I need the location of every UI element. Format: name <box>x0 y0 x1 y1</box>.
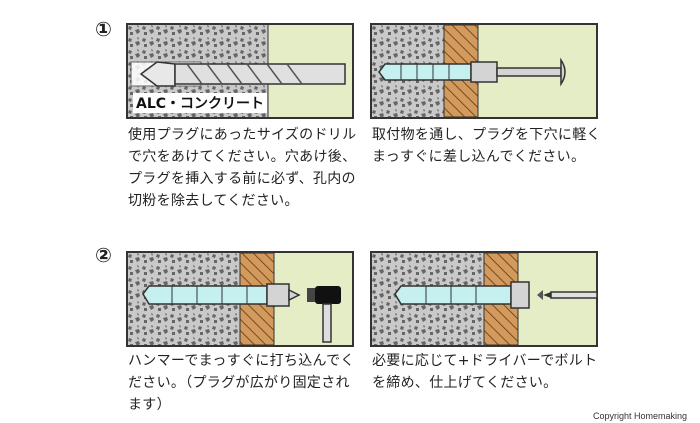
step-number: ② <box>95 243 112 267</box>
hammer-icon <box>307 286 341 343</box>
screwdriver-panel <box>370 251 598 347</box>
step2-caption-left: ハンマーでまっすぐに打ち込んでください。（プラグが広がり固定されます） <box>128 353 355 413</box>
plug <box>142 283 301 307</box>
step1-caption-right: 取付物を通し、プラグを下穴に軽くまっすぐに差し込んでください。 <box>372 127 601 165</box>
insert-plug-panel <box>370 23 598 119</box>
drill-bit <box>139 61 346 87</box>
screwdriver-icon <box>537 290 598 300</box>
material-label: ALC・コンクリート <box>133 93 268 113</box>
step2-caption-right: 必要に応じて+ドライバーでボルトを締め、仕上げてください。 <box>372 353 598 391</box>
plug <box>394 281 530 309</box>
step1-caption-left: 使用プラグにあったサイズのドリルで穴をあけてください。穴あけ後、プラグを挿入する… <box>128 127 357 209</box>
hammer-panel <box>126 251 354 347</box>
step-number: ① <box>95 17 112 41</box>
plug <box>378 57 566 87</box>
copyright: Copyright Homemaking <box>593 411 688 421</box>
